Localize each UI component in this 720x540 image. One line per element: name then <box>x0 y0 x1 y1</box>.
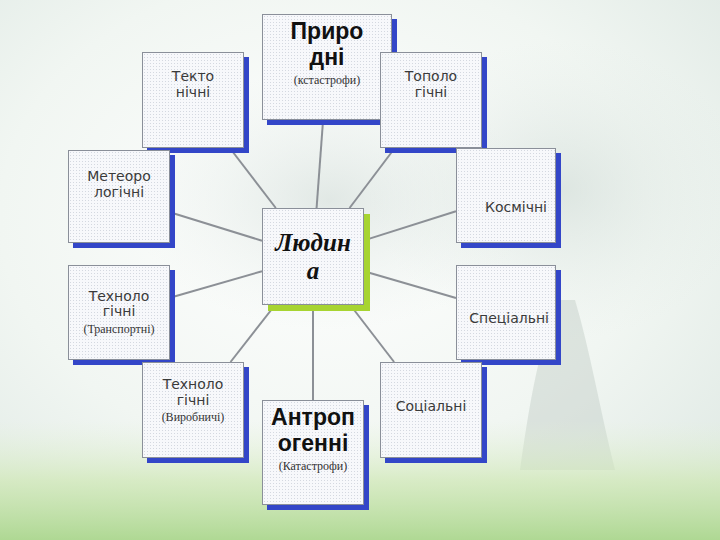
spoke-line <box>231 305 276 362</box>
center-box: Людин а <box>262 208 364 305</box>
node-subtitle: (Виробничі) <box>162 411 225 424</box>
node-title: Космічні <box>485 200 547 216</box>
node-title: Метеоро логічні <box>87 169 150 200</box>
node-title: Спеціальні <box>469 311 549 327</box>
node-title: Приро дні <box>291 19 364 71</box>
node-title: Текто нічні <box>172 69 214 100</box>
hazard-box: Приро дні (кстастрофи) <box>262 14 392 120</box>
node-title: Людин а <box>275 229 351 285</box>
spoke-line <box>317 120 324 208</box>
node-title: Техноло гічні <box>163 377 224 408</box>
hazard-box: Техноло гічні (Виробничі) <box>142 362 244 458</box>
hazard-box: Метеоро логічні <box>68 150 170 243</box>
node-title: Антроп огенні <box>271 405 355 457</box>
spoke-line <box>350 148 395 208</box>
spoke-line <box>350 305 394 362</box>
node-title: Соціальні <box>396 399 467 415</box>
node-subtitle: (Катастрофи) <box>279 460 347 473</box>
spoke-line <box>170 271 262 298</box>
spoke-line <box>364 271 456 298</box>
hazard-box: Техноло гічні (Транспортні) <box>68 265 170 360</box>
spoke-line <box>230 148 276 208</box>
hazard-box: Спеціальні <box>456 265 556 360</box>
hazard-box: Соціальні <box>380 362 482 458</box>
hazard-box: Текто нічні <box>142 52 244 148</box>
hazard-box: Тополо гічні <box>380 52 482 148</box>
spoke-line <box>364 211 456 240</box>
node-title: Тополо гічні <box>405 69 457 100</box>
node-subtitle: (Транспортні) <box>83 323 154 336</box>
node-title: Техноло гічні <box>89 289 150 320</box>
spoke-line <box>170 212 262 240</box>
hazard-box: Космічні <box>456 148 556 243</box>
hazard-box: Антроп огенні (Катастрофи) <box>262 400 364 505</box>
node-subtitle: (кстастрофи) <box>294 74 360 87</box>
spoke-line <box>313 305 314 400</box>
